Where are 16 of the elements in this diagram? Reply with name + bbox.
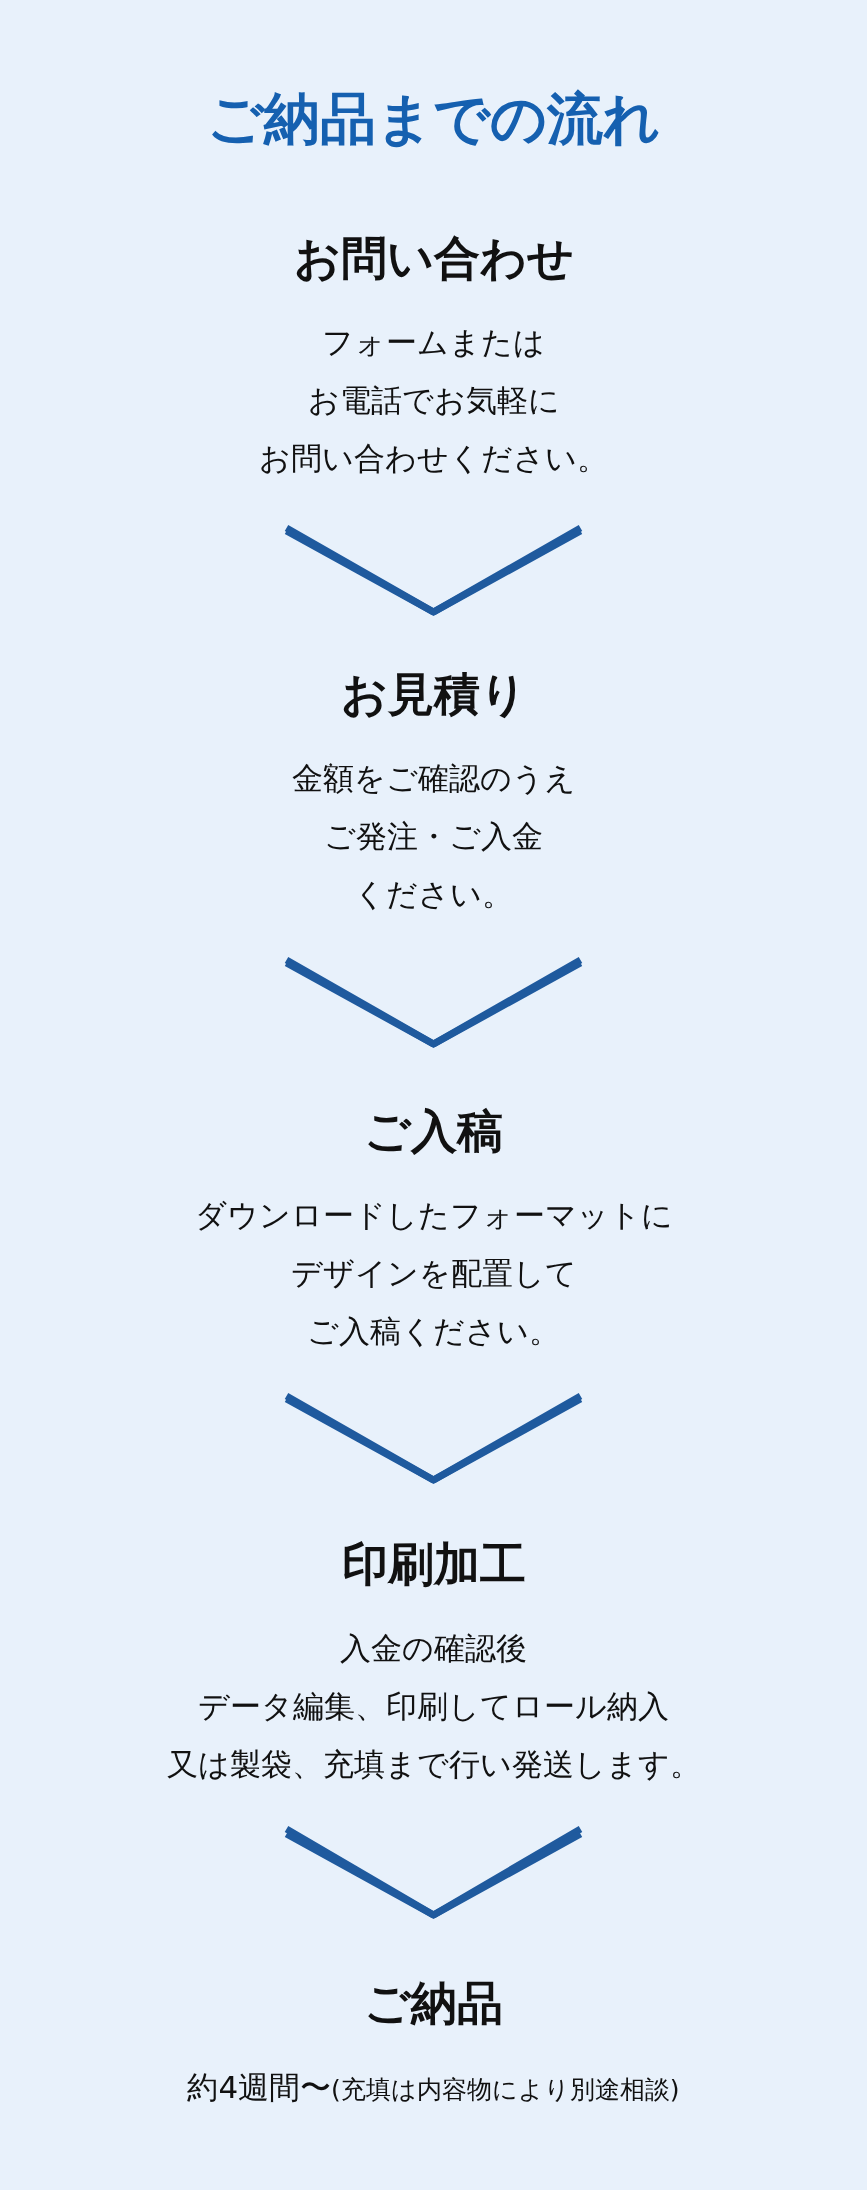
duration-text: 約4週間〜 bbox=[187, 2069, 332, 2105]
step-heading: お問い合わせ bbox=[293, 230, 574, 287]
step-description: ダウンロードしたフォーマットにデザインを配置してご入稿ください。 bbox=[194, 1196, 673, 1351]
step-heading: ご納品 bbox=[364, 1975, 503, 2032]
step-heading: ご入稿 bbox=[364, 1103, 503, 1160]
step-heading: 印刷加工 bbox=[341, 1536, 526, 1593]
step-description: 入金の確認後データ編集、印刷してロール納入又は製袋、充填まで行い発送します。 bbox=[166, 1629, 701, 1784]
note-text: (充填は内容物により別途相談) bbox=[331, 2075, 680, 2104]
step-heading: お見積り bbox=[340, 666, 527, 723]
step-description: フォームまたはお電話でお気軽にお問い合わせください。 bbox=[259, 323, 608, 478]
title: ご納品までの流れ bbox=[206, 85, 661, 153]
chevron-arrow bbox=[283, 956, 584, 1048]
chevron-arrow bbox=[283, 1825, 584, 1919]
chevron-arrow bbox=[283, 524, 584, 616]
chevron-arrow bbox=[283, 1392, 584, 1484]
step-description: 金額をご確認のうえご発注・ご入金ください。 bbox=[291, 759, 576, 914]
